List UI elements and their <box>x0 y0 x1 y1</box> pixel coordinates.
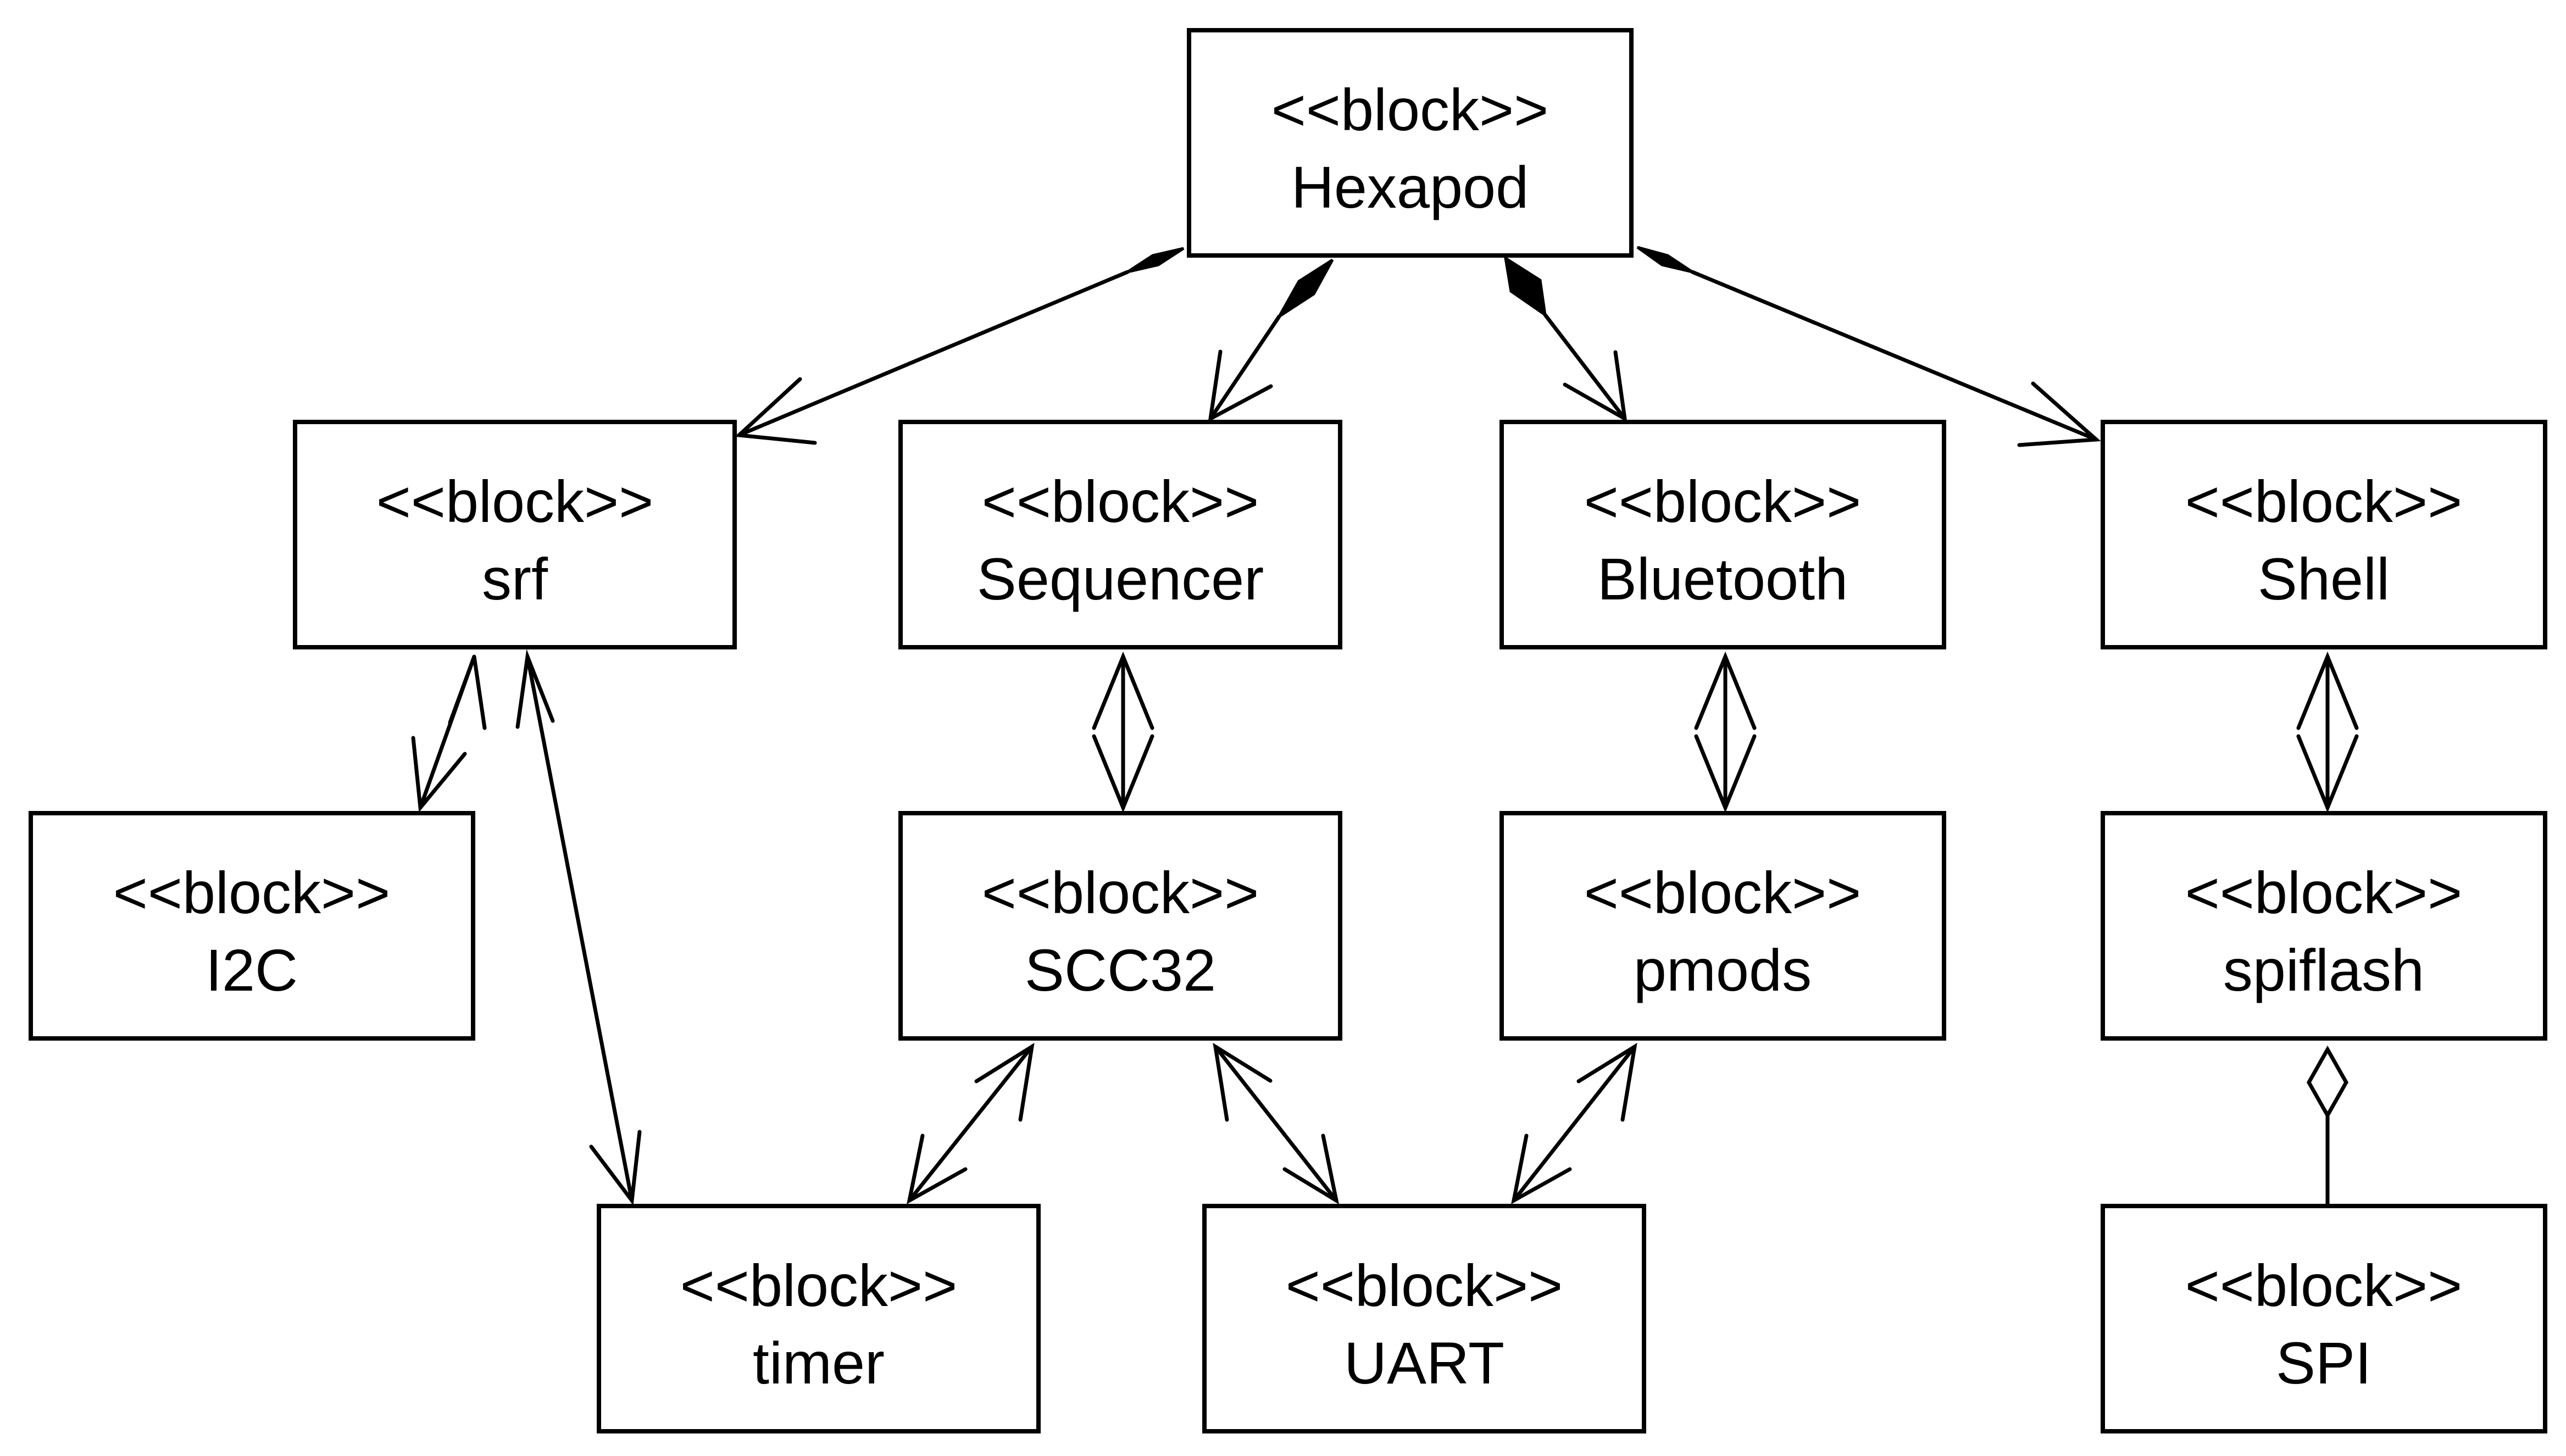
block-name: pmods <box>1634 937 1812 1003</box>
block-name: Shell <box>2258 546 2390 612</box>
block-i2c[interactable]: <<block>> I2C <box>29 811 475 1041</box>
connectors <box>411 246 2359 1208</box>
block-stereotype: <<block>> <box>1286 1252 1563 1319</box>
block-name: timer <box>753 1330 885 1396</box>
relation-hexapod-srf <box>734 247 1185 445</box>
relation-hexapod-shell <box>1636 246 2101 447</box>
block-stereotype: <<block>> <box>2185 468 2462 535</box>
block-bluetooth[interactable]: <<block>> Bluetooth <box>1499 420 1946 649</box>
block-name: Bluetooth <box>1597 546 1848 612</box>
relation-hexapod-bluetooth <box>1503 255 1628 423</box>
relation-hexapod-sequencer <box>1208 258 1334 423</box>
blocks: <<block>> Hexapod <<block>> srf <<block>… <box>29 28 2547 1433</box>
relation-scc32-uart <box>1213 1042 1340 1205</box>
block-shell[interactable]: <<block>> Shell <box>2101 420 2547 649</box>
block-stereotype: <<block>> <box>1271 76 1548 143</box>
block-stereotype: <<block>> <box>982 859 1259 926</box>
relation-shell-spiflash <box>2296 651 2359 813</box>
relation-spiflash-spi <box>2306 1045 2349 1208</box>
block-stereotype: <<block>> <box>1584 859 1861 926</box>
relation-pmods-uart <box>1511 1042 1637 1204</box>
relation-srf-i2c <box>411 654 487 813</box>
block-spiflash[interactable]: <<block>> spiflash <box>2101 811 2547 1041</box>
block-srf[interactable]: <<block>> srf <box>293 420 737 649</box>
block-name: SPI <box>2276 1330 2371 1396</box>
block-stereotype: <<block>> <box>2185 1252 2462 1319</box>
block-spi[interactable]: <<block>> SPI <box>2101 1204 2547 1433</box>
block-name: Sequencer <box>977 546 1264 612</box>
block-stereotype: <<block>> <box>113 859 390 926</box>
block-pmods[interactable]: <<block>> pmods <box>1499 811 1946 1041</box>
block-uart[interactable]: <<block>> UART <box>1202 1204 1646 1433</box>
relation-bluetooth-pmods <box>1694 651 1757 813</box>
relation-scc32-timer <box>907 1042 1035 1204</box>
block-stereotype: <<block>> <box>982 468 1259 535</box>
block-hexapod[interactable]: <<block>> Hexapod <box>1187 28 1634 258</box>
block-name: srf <box>482 546 548 612</box>
relation-sequencer-scc32 <box>1092 651 1154 813</box>
block-stereotype: <<block>> <box>2185 859 2462 926</box>
block-scc32[interactable]: <<block>> SCC32 <box>898 811 1342 1041</box>
block-stereotype: <<block>> <box>376 468 653 535</box>
block-name: I2C <box>205 937 298 1003</box>
block-stereotype: <<block>> <box>1584 468 1861 535</box>
block-name: spiflash <box>2223 937 2424 1003</box>
block-name: UART <box>1344 1330 1504 1396</box>
block-name: SCC32 <box>1025 937 1216 1003</box>
relation-srf-timer <box>515 649 642 1206</box>
block-name: Hexapod <box>1291 154 1529 220</box>
block-stereotype: <<block>> <box>680 1252 957 1319</box>
block-sequencer[interactable]: <<block>> Sequencer <box>898 420 1342 649</box>
block-timer[interactable]: <<block>> timer <box>597 1204 1041 1433</box>
